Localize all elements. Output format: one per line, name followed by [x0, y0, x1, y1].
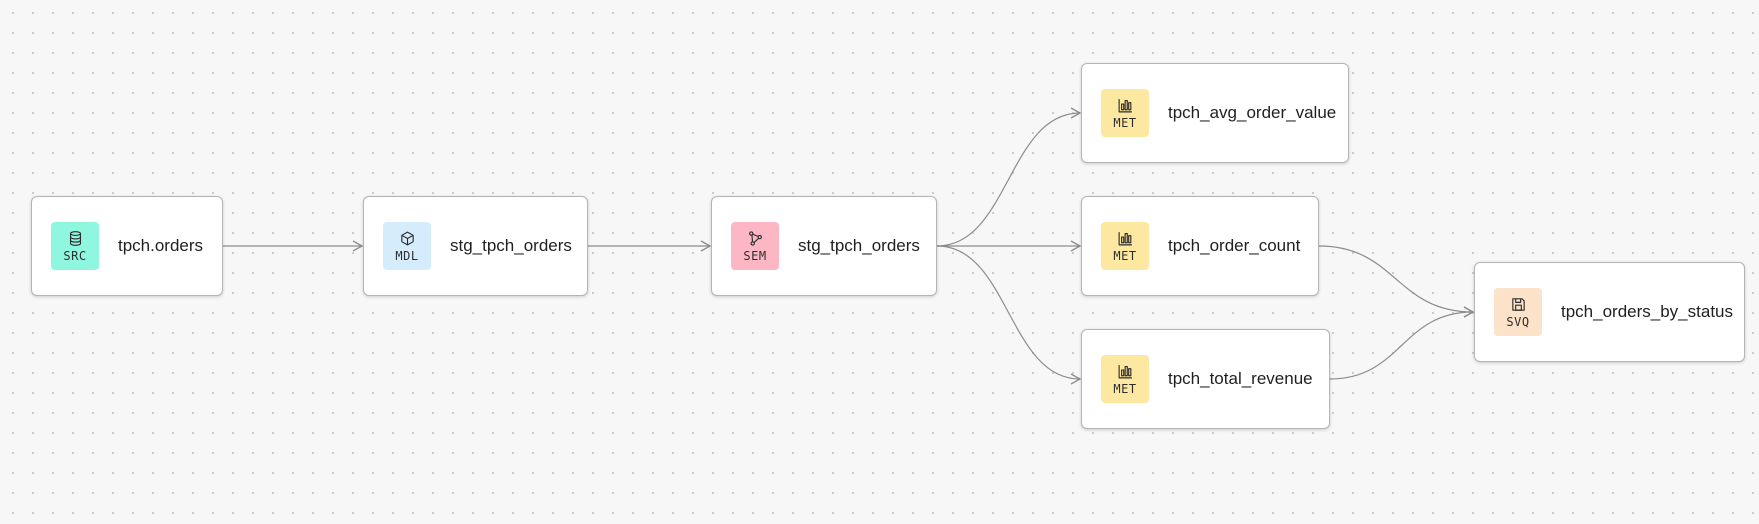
node-tpch-total-revenue[interactable]: MET tpch_total_revenue	[1081, 329, 1330, 429]
edge-rev-to-svq	[1329, 306, 1475, 380]
bar-chart-icon	[1118, 98, 1132, 112]
rev-node-label: tpch_total_revenue	[1168, 369, 1313, 388]
bar-chart-icon	[1118, 364, 1132, 378]
edge-sem-to-rev	[936, 245, 1082, 385]
node-tpch-orders-source[interactable]: SRC tpch.orders	[31, 196, 223, 296]
graph-nodes-icon	[748, 230, 762, 246]
cnt-badge: MET	[1101, 222, 1149, 270]
cnt-node-label: tpch_order_count	[1168, 236, 1301, 255]
src-badge: SRC	[51, 222, 99, 270]
svq-node-label: tpch_orders_by_status	[1561, 302, 1733, 321]
mdl-badge-code: MDL	[395, 248, 419, 263]
rev-badge-code: MET	[1113, 381, 1137, 396]
edge-sem-to-avg	[936, 107, 1082, 247]
sem-node-label: stg_tpch_orders	[798, 236, 920, 255]
avg-node-label: tpch_avg_order_value	[1168, 103, 1337, 122]
bar-chart-icon	[1118, 231, 1132, 245]
avg-badge: MET	[1101, 89, 1149, 137]
cnt-badge-code: MET	[1113, 248, 1137, 263]
node-stg-tpch-orders-semantic[interactable]: SEM stg_tpch_orders	[711, 196, 937, 296]
edge-cnt-to-svq	[1318, 245, 1475, 318]
sem-badge: SEM	[731, 222, 779, 270]
rev-badge: MET	[1101, 355, 1149, 403]
node-tpch-order-count[interactable]: MET tpch_order_count	[1081, 196, 1319, 296]
cube-icon	[400, 231, 414, 245]
mdl-node-label: stg_tpch_orders	[450, 236, 572, 255]
database-icon	[69, 230, 81, 246]
sem-badge-code: SEM	[743, 248, 767, 263]
node-tpch-orders-by-status[interactable]: SVQ tpch_orders_by_status	[1474, 262, 1745, 362]
mdl-badge: MDL	[383, 222, 431, 270]
node-stg-tpch-orders-model[interactable]: MDL stg_tpch_orders	[363, 196, 588, 296]
src-node-label: tpch.orders	[118, 236, 204, 255]
svq-badge: SVQ	[1494, 288, 1542, 336]
svq-badge-code: SVQ	[1506, 314, 1530, 329]
avg-badge-code: MET	[1113, 115, 1137, 130]
node-tpch-avg-order-value[interactable]: MET tpch_avg_order_value	[1081, 63, 1349, 163]
save-icon	[1511, 297, 1525, 311]
src-badge-code: SRC	[63, 248, 87, 263]
